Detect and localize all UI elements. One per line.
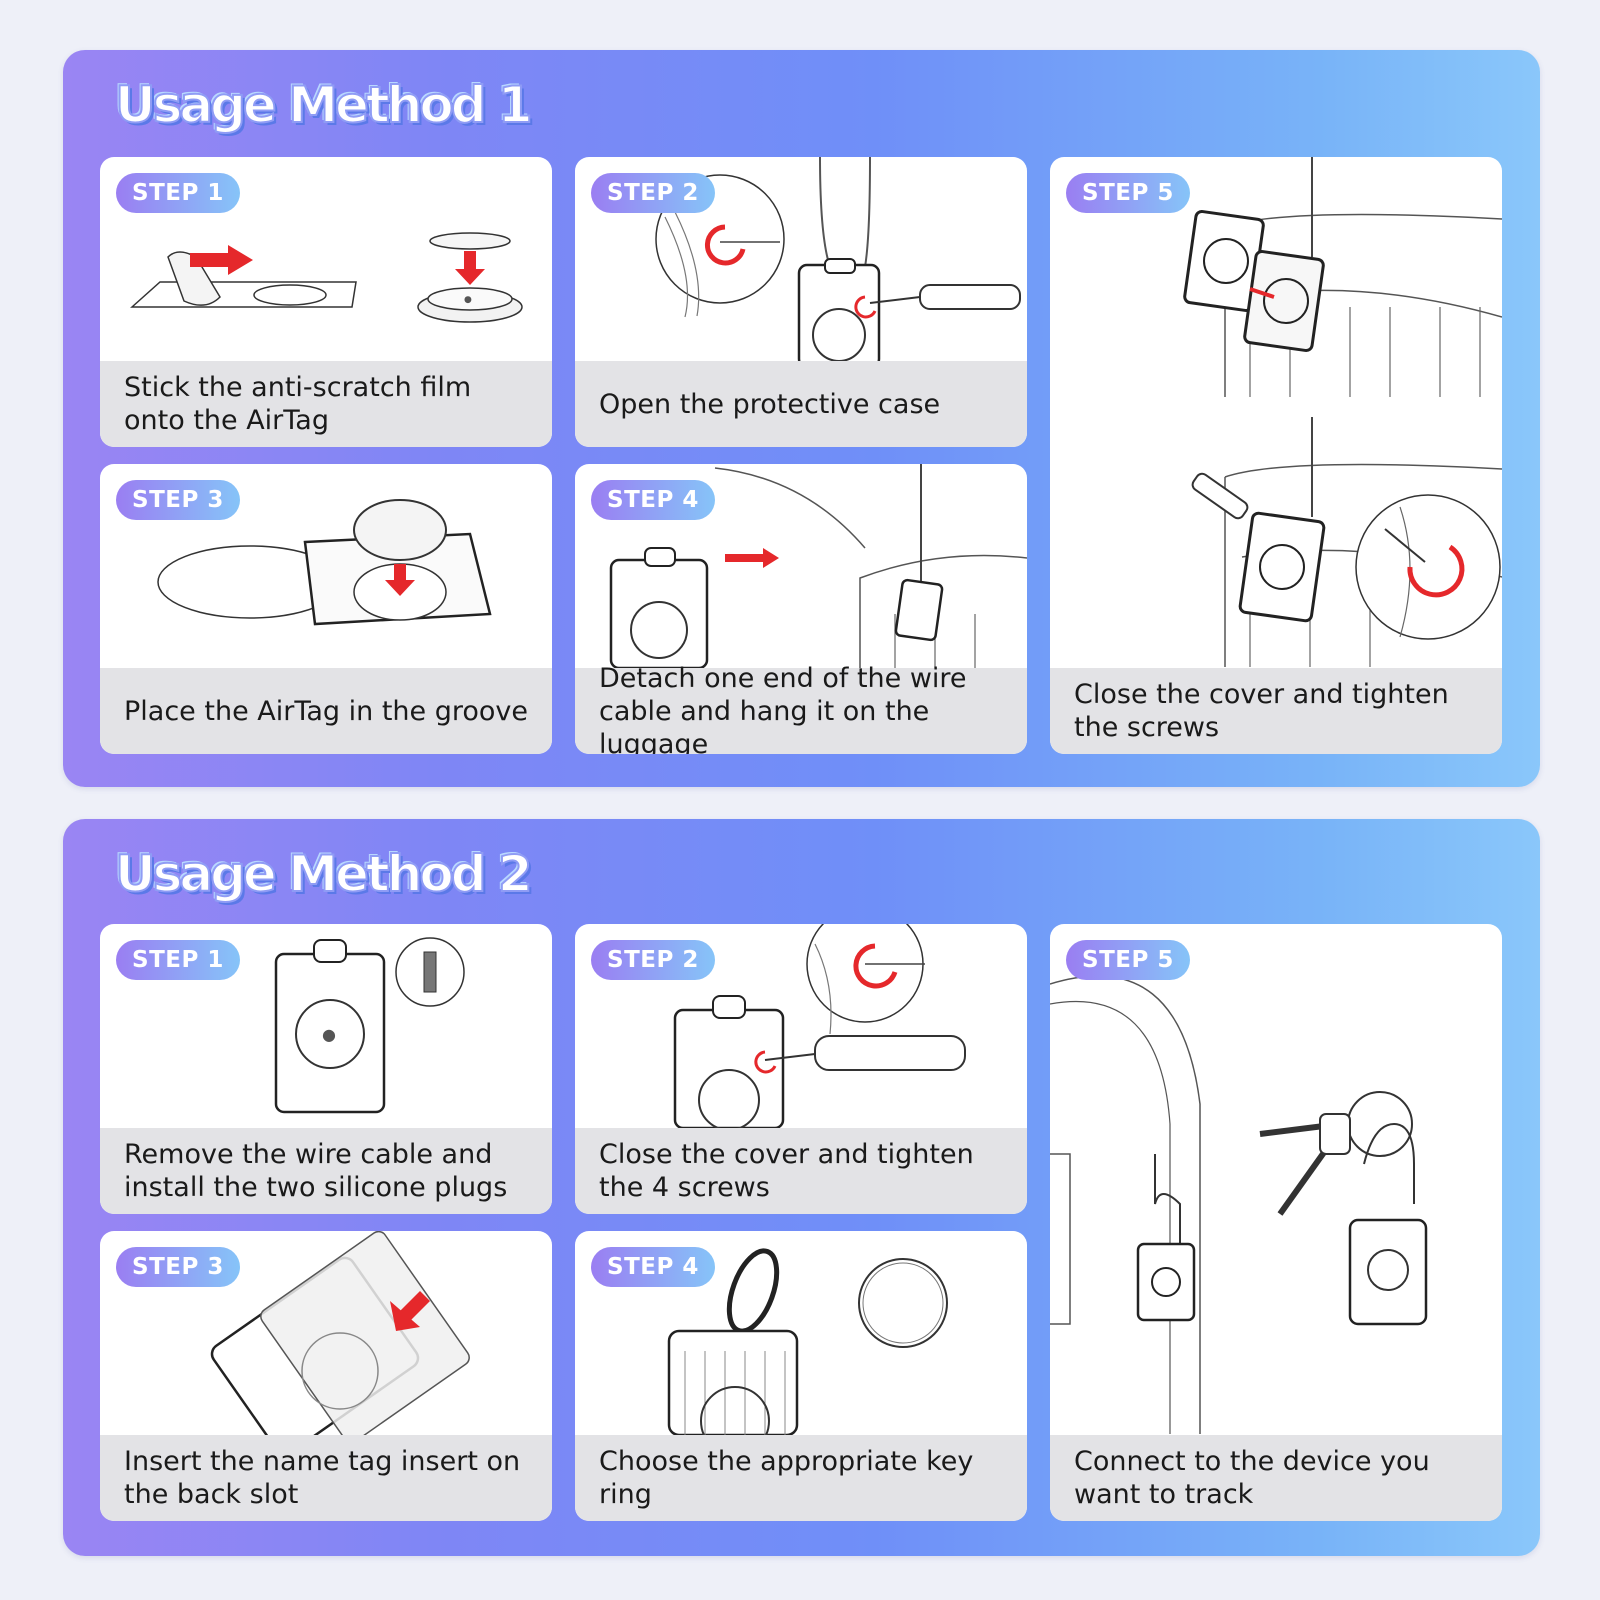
step-badge: STEP 2	[591, 173, 715, 213]
step-badge: STEP 4	[591, 1247, 715, 1287]
step-card: STEP 5 Connect to the device you want to…	[1050, 924, 1502, 1521]
step-card: STEP 5	[1050, 157, 1502, 754]
rotate-arrow-icon	[1407, 544, 1465, 598]
screwdriver-icon	[1191, 472, 1249, 520]
step-card: STEP 2 Open the protective case	[575, 157, 1027, 447]
rotate-arrow-icon	[854, 295, 877, 319]
red-arrow-icon	[1249, 287, 1275, 299]
step-badge: STEP 3	[116, 480, 240, 520]
tighten-screws-illustration	[1183, 157, 1502, 667]
step-caption: Close the cover and tighten the screws	[1050, 668, 1502, 754]
rotate-arrow-icon	[754, 1050, 777, 1074]
step-card: STEP 2 Close the cover and tighten the 4…	[575, 924, 1027, 1214]
film-illustration: ●	[130, 232, 523, 323]
keys-icon	[1259, 1091, 1413, 1216]
red-arrow-icon	[455, 251, 485, 285]
step-badge: STEP 3	[116, 1247, 240, 1287]
step-badge: STEP 2	[591, 940, 715, 980]
step-caption: Detach one end of the wire cable and han…	[575, 663, 1027, 754]
hang-luggage-illustration	[609, 464, 1027, 668]
usage-method-1-panel: Usage Method 1 STEP 1 ● Stick the anti-s…	[63, 50, 1540, 787]
step-badge: STEP 4	[591, 480, 715, 520]
red-arrow-icon	[385, 564, 415, 596]
name-tag-illustration	[210, 1231, 470, 1435]
screwdriver-icon	[869, 284, 1021, 310]
open-case-illustration	[655, 157, 1021, 367]
usage-method-2-panel: Usage Method 2 STEP 1 ● Remove the wire …	[63, 819, 1540, 1556]
tighten-four-screws-illustration	[673, 924, 966, 1128]
panel-title: Usage Method 1	[114, 75, 534, 135]
screwdriver-icon	[764, 1035, 966, 1071]
red-arrow-icon	[390, 1291, 430, 1331]
red-arrow-icon	[725, 548, 779, 568]
step-card: STEP 3 Place the AirTag in the groove	[100, 464, 552, 754]
rotate-arrow-icon	[853, 943, 898, 989]
red-arrow-icon	[190, 245, 253, 275]
step-card: STEP 4 Detach one end of the wire cable …	[575, 464, 1027, 754]
step-card: STEP 3 Insert the name tag insert on the…	[100, 1231, 552, 1521]
rotate-arrow-icon	[704, 224, 746, 266]
key-ring-illustration	[667, 1248, 948, 1435]
silicone-plugs-illustration: ●	[274, 937, 465, 1114]
step-caption: Connect to the device you want to track	[1050, 1435, 1502, 1521]
step-badge: STEP 5	[1066, 940, 1190, 980]
apple-logo-icon: ●	[464, 295, 472, 305]
step-caption: Close the cover and tighten the 4 screws	[575, 1128, 1027, 1214]
step-badge: STEP 1	[116, 940, 240, 980]
step-caption: Stick the anti-scratch film onto the Air…	[100, 361, 552, 447]
step-caption: Open the protective case	[575, 361, 1027, 447]
panel-title: Usage Method 2	[114, 844, 534, 904]
step-card: STEP 1 ● Remove the wire cable and insta…	[100, 924, 552, 1214]
step-card: STEP 4 Choose the appropriate key ring	[575, 1231, 1027, 1521]
groove-illustration	[157, 499, 492, 626]
step-caption: Insert the name tag insert on the back s…	[100, 1435, 552, 1521]
step-caption: Choose the appropriate key ring	[575, 1435, 1027, 1521]
step-badge: STEP 5	[1066, 173, 1190, 213]
step-card: STEP 1 ● Stick the anti-scratch film ont…	[100, 157, 552, 447]
apple-logo-icon: ●	[322, 1025, 336, 1044]
step-badge: STEP 1	[116, 173, 240, 213]
step-caption: Place the AirTag in the groove	[100, 668, 552, 754]
connect-device-illustration	[1050, 975, 1428, 1434]
step-caption: Remove the wire cable and install the tw…	[100, 1128, 552, 1214]
